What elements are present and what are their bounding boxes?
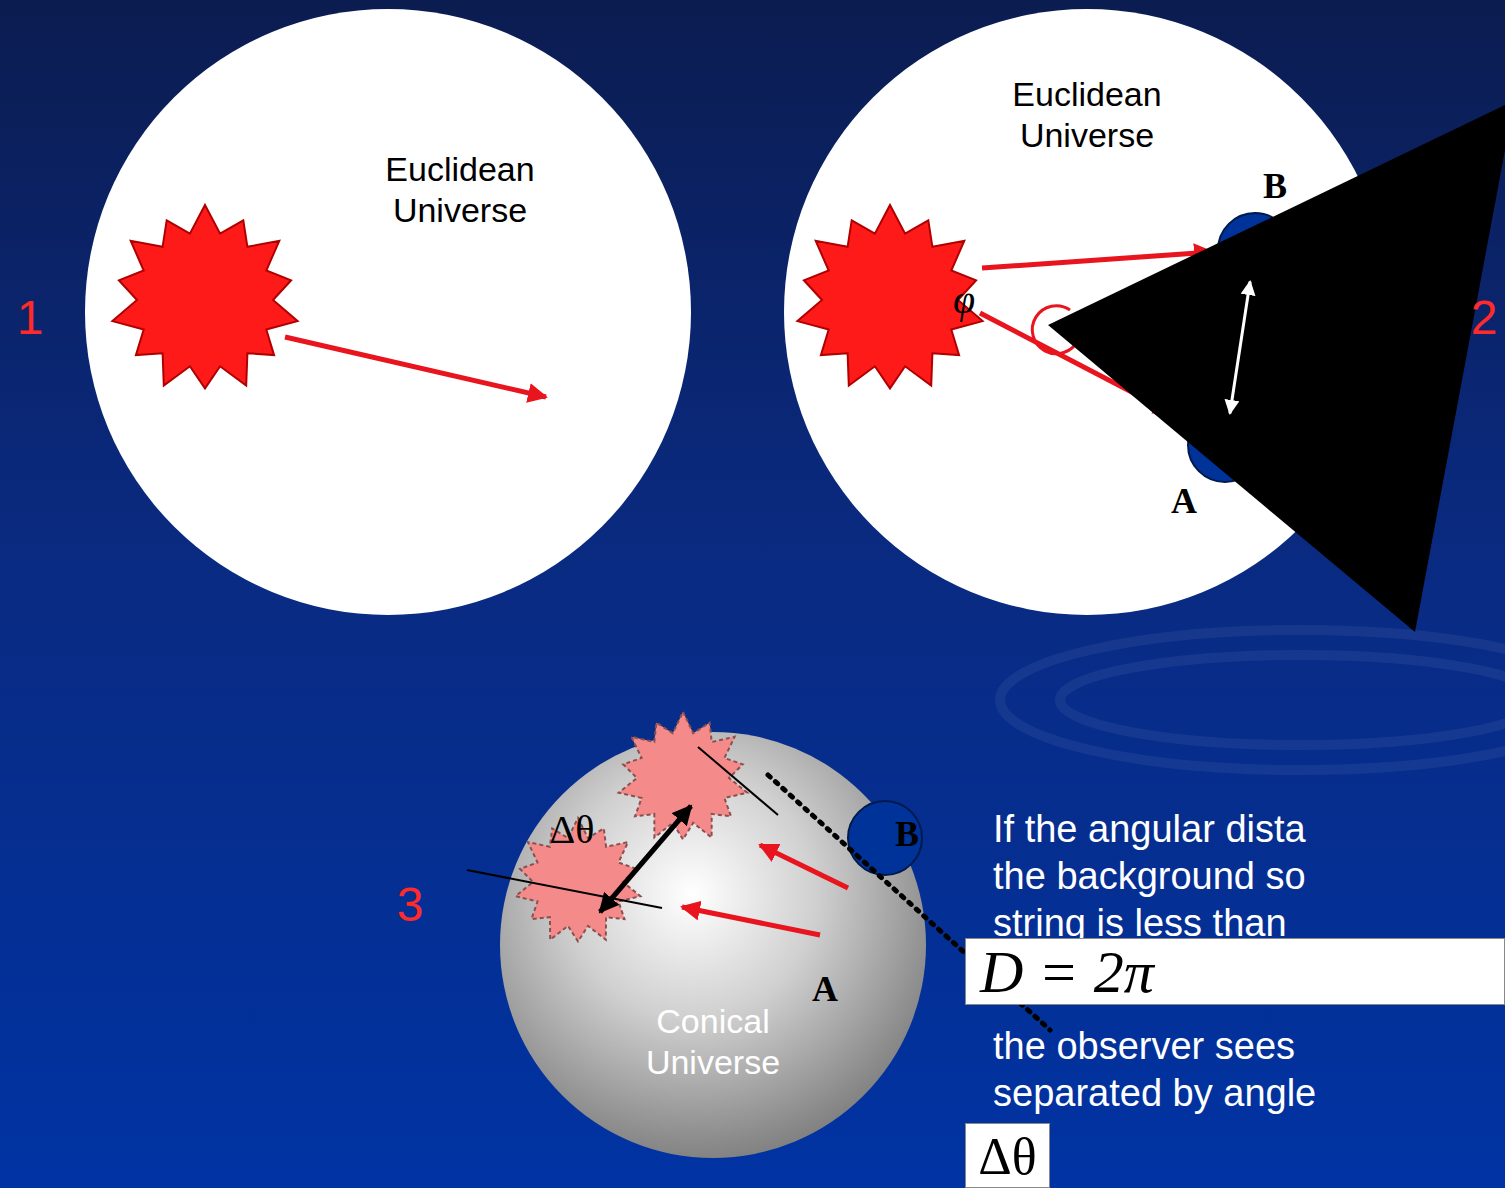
- light-ray: [760, 845, 848, 888]
- formula-box: Δθ: [965, 1123, 1050, 1188]
- image-star: [619, 712, 748, 839]
- node-text: B: [1263, 165, 1287, 208]
- angle-arrow: [600, 806, 691, 912]
- source-star: [797, 205, 982, 388]
- light-ray: [285, 337, 546, 397]
- node-text: A: [1171, 480, 1197, 523]
- observer-circle: B: [847, 800, 923, 876]
- note-text: separated by angle: [993, 1072, 1316, 1116]
- formula-box: D = 2π: [965, 938, 1505, 1005]
- position-letter: A: [812, 969, 838, 1010]
- panel-number: 3: [397, 877, 424, 932]
- node-text: Conical Universe: [613, 1001, 813, 1083]
- note-text: If the angular dista: [993, 808, 1306, 852]
- panel-number: 2: [1471, 290, 1498, 345]
- node-text: Euclidean Universe: [360, 149, 560, 231]
- deficit-wedge: [1048, 105, 1505, 632]
- note-text: the background so: [993, 855, 1306, 899]
- angle-symbol: φ: [953, 277, 975, 323]
- separation-arrow: [1230, 282, 1250, 414]
- note-text: the observer sees: [993, 1025, 1295, 1069]
- node-text: B: [895, 813, 919, 856]
- angle-symbol: Δθ: [550, 807, 595, 853]
- panel-number: 1: [17, 290, 44, 345]
- sight-line: [698, 747, 778, 815]
- light-ray: [682, 907, 820, 935]
- background-swirl: [1000, 630, 1505, 770]
- node-text: Euclidean Universe: [987, 74, 1187, 156]
- source-star: [112, 205, 297, 388]
